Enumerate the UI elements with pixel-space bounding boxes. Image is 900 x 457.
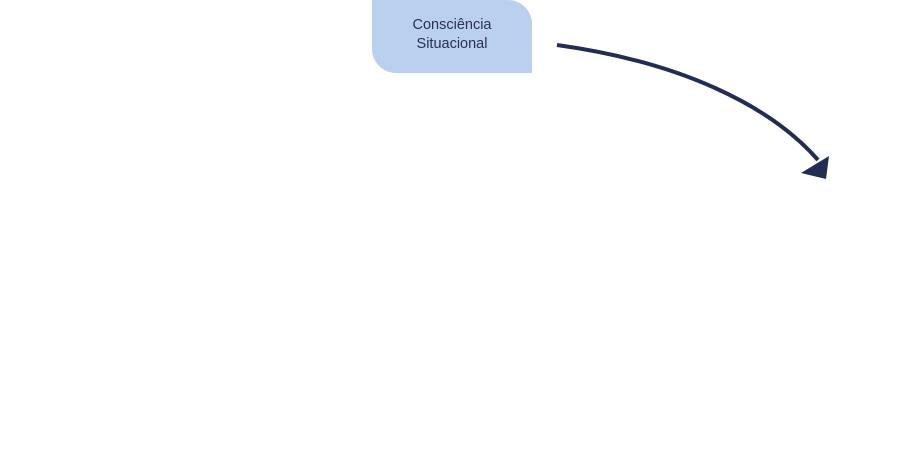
arrow-curve <box>556 43 820 162</box>
arrowhead-icon <box>801 156 829 179</box>
node-label: Consciência Situacional <box>412 16 492 52</box>
diagram-node-consciencia-situacional: Consciência Situacional <box>372 0 532 73</box>
